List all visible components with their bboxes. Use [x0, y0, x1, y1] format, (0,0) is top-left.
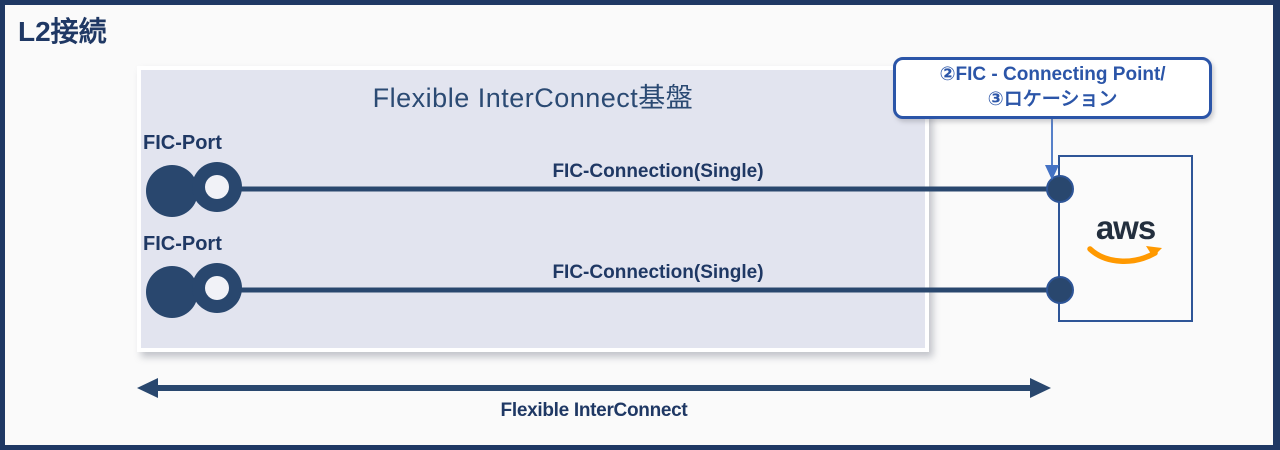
connecting-point-node-1	[1046, 175, 1074, 203]
double-arrow-icon	[137, 378, 1051, 398]
callout-line-2: ③ロケーション	[987, 88, 1118, 110]
aws-smile-icon	[1086, 245, 1162, 264]
flexible-interconnect-span-label: Flexible InterConnect	[500, 400, 688, 421]
connecting-point-callout: ②FIC - Connecting Point/ ③ロケーション	[893, 57, 1212, 120]
platform-box-title: Flexible InterConnect基盤	[372, 83, 694, 113]
aws-logo-text: aws	[1095, 209, 1156, 247]
fic-port-label: FIC-Port	[143, 233, 222, 255]
fic-port-icon	[146, 263, 242, 318]
fic-platform-box: Flexible InterConnect基盤	[137, 66, 929, 352]
fic-port-label: FIC-Port	[143, 132, 222, 154]
aws-logo: aws	[1086, 209, 1166, 268]
fic-connection-label: FIC-Connection(Single)	[552, 161, 764, 182]
aws-cloud-box: aws	[1058, 155, 1193, 322]
fic-port-icon	[146, 162, 242, 217]
callout-line-1: ②FIC - Connecting Point/	[939, 64, 1166, 85]
connecting-point-node-2	[1046, 276, 1074, 304]
callout-down-arrow-icon	[1045, 113, 1059, 180]
fic-connection-label: FIC-Connection(Single)	[552, 262, 764, 283]
page-title: L2接続	[18, 16, 107, 47]
